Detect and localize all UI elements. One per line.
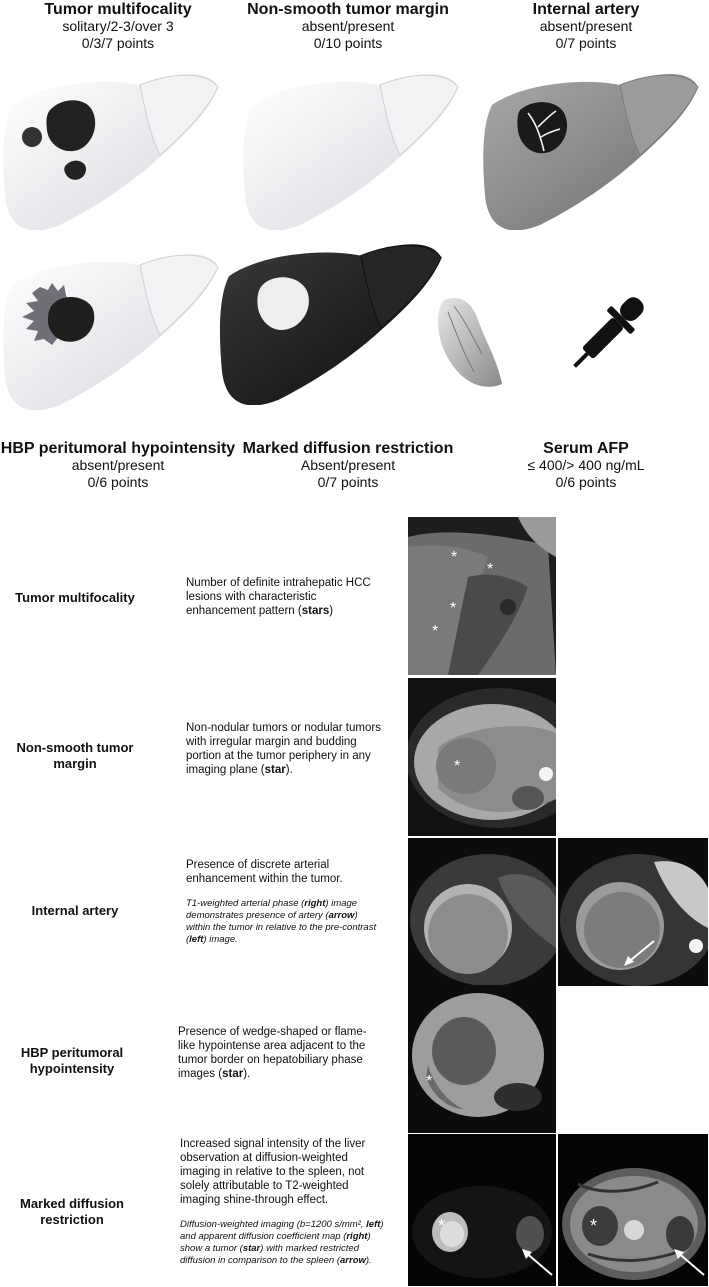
mri-image: * — [408, 678, 556, 836]
feature-title: Internal artery — [532, 1, 640, 18]
feature-title: Marked diffusion restriction — [242, 440, 454, 457]
feature-points: 0/3/7 points — [81, 35, 155, 51]
feature-options: Absent/present — [300, 457, 396, 473]
feature-points: 0/7 points — [317, 474, 379, 490]
feature-options: absent/present — [71, 457, 165, 473]
star-marker: * — [426, 1073, 433, 1090]
row-description: Presence of discrete arterial enhancemen… — [186, 858, 384, 946]
row-label: HBP peritumoral hypointensity — [20, 1045, 124, 1076]
feature-options: ≤ 400/> 400 ng/mL — [527, 457, 645, 473]
row-label: Tumor multifocality — [15, 590, 135, 605]
feature-options: solitary/2-3/over 3 — [62, 18, 174, 34]
row-label: Marked diffusion restriction — [19, 1196, 124, 1227]
tumor-shape — [257, 277, 309, 331]
row-note: Diffusion-weighted imaging (b=1200 s/mm²… — [180, 1219, 384, 1266]
feature-points: 0/6 points — [87, 474, 149, 490]
feature-title: HBP peritumoral hypointensity — [0, 440, 236, 457]
star-marker: * — [454, 758, 461, 775]
liver-icon — [483, 73, 699, 230]
spleen-icon — [438, 298, 502, 387]
feature-points: 0/6 points — [555, 474, 617, 490]
star-marker: * — [450, 600, 457, 617]
star-marker: * — [590, 1216, 598, 1236]
mri-image: * — [558, 1134, 708, 1286]
liver-icon — [3, 73, 219, 230]
liver-icon — [3, 253, 219, 410]
feature-internal-artery: Internal artery absent/present 0/7 point… — [468, 1, 704, 52]
liver-icon — [243, 73, 459, 230]
tumor-shape — [46, 100, 96, 152]
row-description: Number of definite intrahepatic HCC lesi… — [186, 577, 371, 617]
feature-tumor-multifocality: Tumor multifocality solitary/2-3/over 3 … — [0, 1, 236, 52]
row-description: Increased signal intensity of the liver … — [180, 1138, 384, 1266]
star-marker: * — [432, 623, 439, 640]
artery-shape — [527, 110, 561, 152]
mri-image: * * * * — [408, 517, 556, 675]
feature-options: absent/present — [301, 18, 395, 34]
arrow-icon — [624, 940, 655, 966]
row-description: Non-nodular tumors or nodular tumors wit… — [186, 722, 381, 776]
liver-icon — [219, 244, 442, 405]
tumor-shape — [48, 296, 95, 342]
row-description: Presence of wedge-shaped or flame-like h… — [178, 1026, 367, 1080]
feature-non-smooth-margin: Non-smooth tumor margin absent/present 0… — [230, 1, 466, 52]
arrow-icon — [674, 1249, 705, 1276]
star-marker: * — [487, 561, 494, 578]
tumor-shape — [64, 160, 86, 180]
row-label: Internal artery — [31, 903, 119, 918]
row-note: T1-weighted arterial phase (right) image… — [186, 898, 377, 945]
arrow-icon — [522, 1249, 553, 1276]
feature-diffusion-restriction: Marked diffusion restriction Absent/pres… — [230, 440, 466, 491]
feature-points: 0/7 points — [555, 35, 617, 51]
feature-title: Serum AFP — [543, 440, 629, 457]
feature-hbp-hypointensity: HBP peritumoral hypointensity absent/pre… — [0, 440, 236, 491]
tumor-shape — [22, 127, 42, 147]
feature-serum-afp: Serum AFP ≤ 400/> 400 ng/mL 0/6 points — [468, 440, 704, 491]
mri-image — [558, 838, 708, 986]
mri-image: * — [408, 1134, 556, 1286]
mri-image: * — [408, 985, 556, 1133]
feature-points: 0/10 points — [313, 35, 383, 51]
star-marker: * — [438, 1216, 446, 1236]
mri-image — [408, 838, 556, 986]
row-label: Non-smooth tumor margin — [16, 740, 134, 771]
feature-title: Tumor multifocality — [44, 1, 192, 18]
star-marker: * — [451, 549, 458, 566]
dropper-icon — [573, 297, 644, 368]
feature-title: Non-smooth tumor margin — [247, 1, 449, 18]
feature-options: absent/present — [539, 18, 633, 34]
